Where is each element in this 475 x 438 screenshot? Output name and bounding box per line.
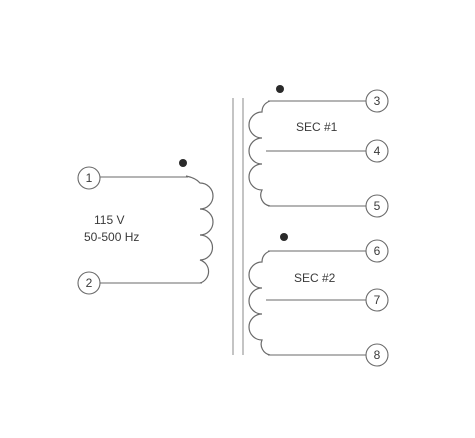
secondary-2-polarity-dot bbox=[280, 233, 288, 241]
pin-3-label: 3 bbox=[374, 94, 381, 108]
pin-2: 2 bbox=[77, 271, 101, 295]
pin-8-label: 8 bbox=[374, 348, 381, 362]
primary-polarity-dot bbox=[179, 159, 187, 167]
pin-7: 7 bbox=[365, 288, 389, 312]
pin-6-label: 6 bbox=[374, 244, 381, 258]
pin-7-label: 7 bbox=[374, 293, 381, 307]
secondary-2-coil bbox=[248, 250, 271, 356]
primary-frequency-label: 50-500 Hz bbox=[84, 230, 139, 244]
pin-4-label: 4 bbox=[374, 144, 381, 158]
secondary-2-label: SEC #2 bbox=[294, 271, 336, 285]
pin-6: 6 bbox=[365, 239, 389, 263]
pin-5: 5 bbox=[365, 194, 389, 218]
pin-8: 8 bbox=[365, 343, 389, 367]
pin-3: 3 bbox=[365, 89, 389, 113]
pin-4: 4 bbox=[365, 139, 389, 163]
primary-coil bbox=[185, 175, 214, 284]
secondary-1-coil bbox=[248, 100, 271, 207]
primary-voltage-label: 115 V bbox=[94, 213, 124, 227]
pin-1-label: 1 bbox=[86, 171, 93, 185]
pin-1: 1 bbox=[77, 166, 101, 190]
secondary-1-polarity-dot bbox=[276, 85, 284, 93]
secondary-1-winding: SEC #1 bbox=[248, 85, 366, 207]
pin-5-label: 5 bbox=[374, 199, 381, 213]
secondary-1-label: SEC #1 bbox=[296, 120, 338, 134]
pin-2-label: 2 bbox=[86, 276, 93, 290]
primary-winding: 115 V 50-500 Hz bbox=[84, 159, 214, 284]
secondary-2-winding: SEC #2 bbox=[248, 233, 366, 356]
